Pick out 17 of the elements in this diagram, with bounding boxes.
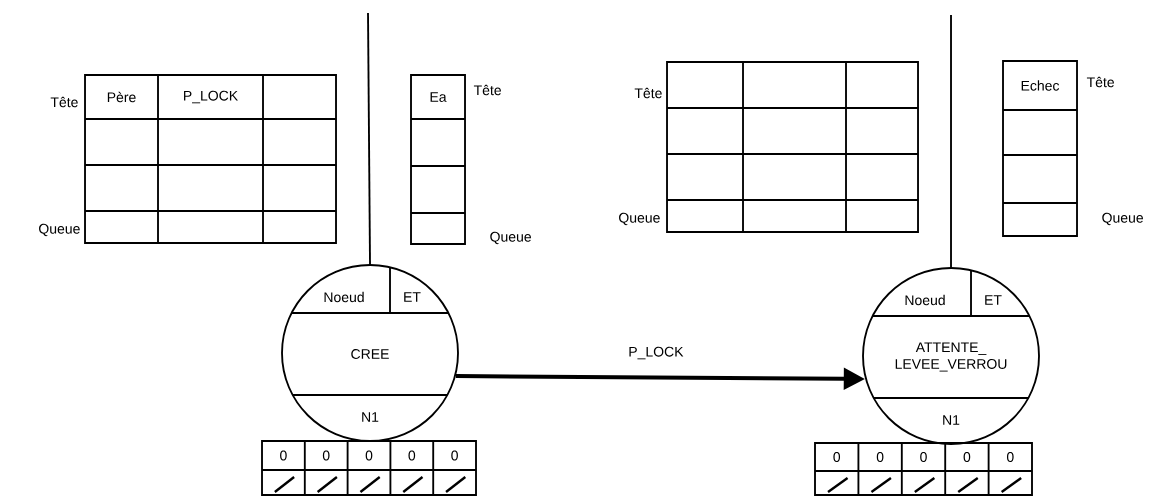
line	[950, 14, 952, 268]
row-label: Tête	[50, 96, 78, 108]
cell-array: 0 0 0 0 0	[814, 442, 1033, 496]
edge-label: P_LOCK	[626, 345, 685, 361]
table-grid: Ea	[410, 74, 466, 245]
table-grid: Père P_LOCK	[84, 74, 337, 244]
row-label: Tête	[473, 84, 501, 96]
row-label: Queue	[619, 212, 660, 226]
table-grid	[666, 61, 919, 233]
row-label: Tête	[634, 87, 662, 99]
cell-array: 0 0 0 0 0	[261, 440, 477, 496]
row-label: Tête	[1086, 76, 1114, 88]
row-label: Queue	[39, 223, 80, 237]
row-label: Queue	[490, 231, 531, 245]
line	[367, 12, 371, 265]
table-grid: Echec	[1002, 60, 1078, 237]
row-label: Queue	[1102, 212, 1143, 226]
